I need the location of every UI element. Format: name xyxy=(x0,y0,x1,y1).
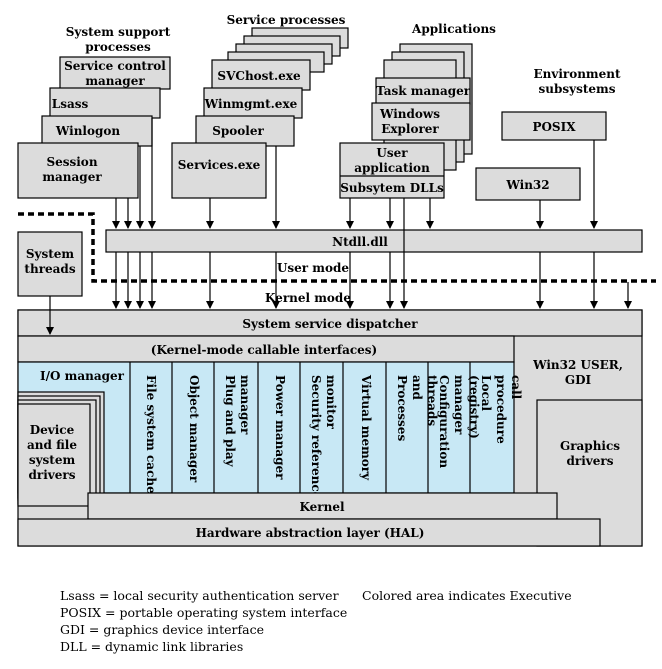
hal-label: Hardware abstraction layer (HAL) xyxy=(196,526,425,540)
applications-header: Applications xyxy=(411,22,496,36)
task-manager-label: Task manager xyxy=(376,84,471,98)
hal-box xyxy=(17,518,601,547)
user-kernel-boundary xyxy=(18,212,656,283)
system-support-stack xyxy=(17,56,171,199)
power-manager-label: Power manager xyxy=(273,375,287,480)
subsystem-dlls-label: Subsytem DLLs xyxy=(340,181,444,195)
plug-and-play-manager-label: Plug and playmanager xyxy=(223,375,252,468)
security-reference-monitor-label: Security referencemonitor xyxy=(309,375,338,500)
local-procedure-call-label: Localprocedurecall xyxy=(479,375,523,444)
services-exe-label: Services.exe xyxy=(178,158,261,172)
service-processes-header: Service processes xyxy=(227,13,346,27)
legend-item: Lsass = local security authentication se… xyxy=(60,588,339,603)
winmgmt-label: Winmgmt.exe xyxy=(204,97,298,111)
ntdll-box xyxy=(105,229,643,253)
legend-item: GDI = graphics device interface xyxy=(60,622,264,637)
svchost-label: SVChost.exe xyxy=(217,69,301,83)
arrows xyxy=(46,118,632,335)
legend-note: Colored area indicates Executive xyxy=(362,588,572,603)
processes-and-threads-label: Processesandthreads xyxy=(395,375,439,441)
user-mode-label: User mode xyxy=(277,261,349,275)
win32-label: Win32 xyxy=(505,178,549,192)
kernel-box xyxy=(87,492,558,520)
kernel-label: Kernel xyxy=(299,500,344,514)
device-drivers-stack xyxy=(17,391,105,507)
virtual-memory-label: Virtual memory xyxy=(359,374,373,481)
lsass-label: Lsass xyxy=(52,97,89,111)
legend-item: POSIX = portable operating system interf… xyxy=(60,605,347,620)
dispatcher-box xyxy=(17,309,643,337)
ntdll-label: Ntdll.dll xyxy=(332,235,388,249)
posix-label: POSIX xyxy=(532,120,576,134)
applications-stack xyxy=(339,43,473,199)
legend-item: DLL = dynamic link libraries xyxy=(60,639,243,654)
win32-user-gdi-label: Win32 USER,GDI xyxy=(532,358,623,387)
spooler-label: Spooler xyxy=(212,124,264,138)
executive-dividers xyxy=(129,362,471,493)
winlogon-label: Winlogon xyxy=(55,124,121,138)
object-manager-label: Object manager xyxy=(187,375,201,483)
callable-interfaces-label: (Kernel-mode callable interfaces) xyxy=(151,343,377,357)
dispatcher-label: System service dispatcher xyxy=(242,317,418,331)
system-threads-box xyxy=(17,231,83,297)
win32-box xyxy=(475,167,581,201)
file-system-cache-label: File system cache xyxy=(144,375,158,494)
io-manager-label: I/O manager xyxy=(40,369,125,383)
service-processes-stack xyxy=(171,27,349,199)
posix-box xyxy=(501,111,607,141)
kernel-mode-label: Kernel mode xyxy=(265,291,351,305)
configuration-manager-label: Configurationmanager(registry) xyxy=(437,375,481,468)
